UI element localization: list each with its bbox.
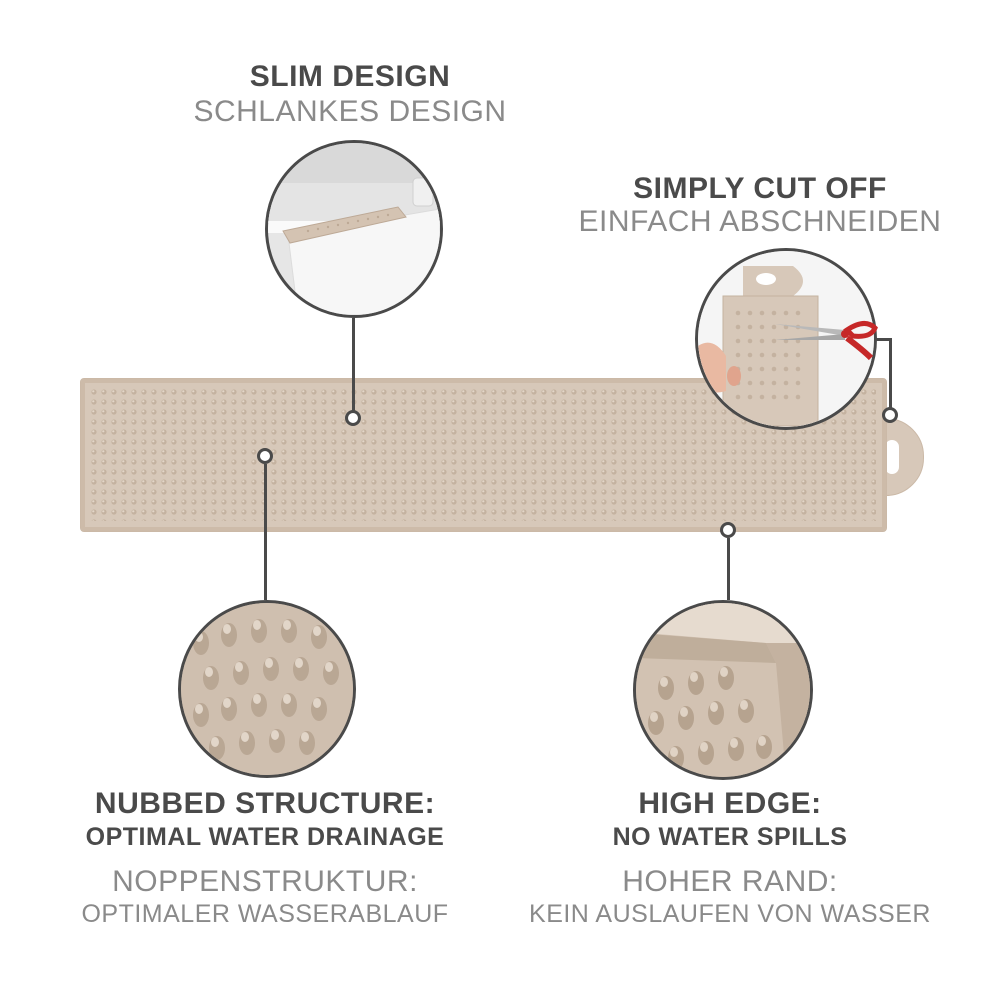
cut-connector-line: [876, 338, 892, 341]
cut-connector-dot: [882, 407, 898, 423]
high-edge-image: [633, 600, 813, 780]
high-edge-title-de: HOHER RAND:: [622, 865, 838, 898]
nubbed-structure-title: NUBBED STRUCTURE:: [94, 787, 436, 820]
nubbed-structure-title-de: NOPPENSTRUKTUR:: [112, 865, 418, 898]
high-edge-title: HIGH EDGE:: [638, 787, 822, 820]
edge-connector-line: [727, 538, 730, 600]
cut-connector-line-vertical: [889, 338, 892, 408]
slim-design-subtitle: SCHLANKES DESIGN: [193, 95, 507, 128]
nubbed-structure-image: [178, 600, 356, 778]
slim-design-title: SLIM DESIGN: [249, 60, 451, 93]
edge-connector-dot: [720, 522, 736, 538]
scissors-icon: [775, 321, 878, 361]
high-edge-subtitle-de: KEIN AUSLAUFEN VON WASSER: [529, 900, 931, 928]
nub-connector-line: [264, 464, 267, 600]
nub-connector-dot: [257, 448, 273, 464]
high-edge-subtitle: NO WATER SPILLS: [612, 823, 848, 851]
cut-off-title: SIMPLY CUT OFF: [633, 172, 887, 205]
slim-connector-line: [352, 318, 355, 418]
mat-hanging-hole: [885, 440, 899, 474]
nubbed-structure-subtitle: OPTIMAL WATER DRAINAGE: [85, 823, 445, 851]
slim-design-image: [265, 140, 443, 318]
slim-connector-dot: [345, 410, 361, 426]
cut-off-subtitle: EINFACH ABSCHNEIDEN: [578, 205, 942, 238]
nubbed-structure-subtitle-de: OPTIMALER WASSERABLAUF: [81, 900, 449, 928]
